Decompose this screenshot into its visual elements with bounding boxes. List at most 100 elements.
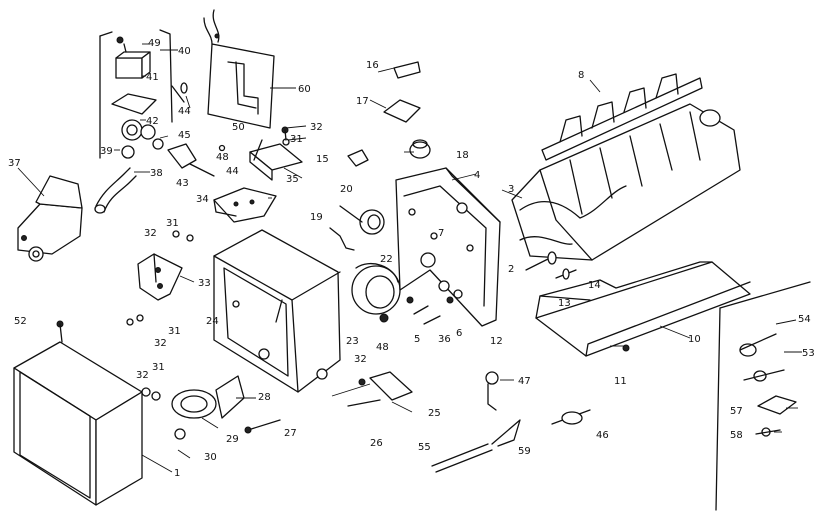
label-part-32e: 32 (354, 354, 367, 365)
label-part-32d: 32 (136, 370, 149, 381)
label-part-33: 33 (198, 278, 211, 289)
label-part-36: 36 (438, 334, 451, 345)
part-20 (339, 205, 385, 235)
label-part-41: 41 (146, 72, 159, 83)
label-part-8: 8 (578, 70, 584, 81)
part-16 (393, 61, 421, 79)
part-number-labels: 1 2 3 4 5 6 7 8 10 11 12 13 14 15 16 17 … (8, 38, 815, 479)
part-shaft-2 (525, 251, 557, 271)
label-part-28: 28 (258, 392, 271, 403)
label-part-18: 18 (456, 150, 469, 161)
label-part-37: 37 (8, 158, 21, 169)
leader-lines (114, 43, 802, 459)
label-part-54: 54 (798, 314, 811, 325)
part-19 (329, 227, 355, 251)
label-part-20: 20 (340, 184, 353, 195)
label-part-32a: 32 (310, 122, 323, 133)
part-cover-box (13, 341, 173, 506)
label-part-40: 40 (178, 46, 191, 57)
part-kit-right (715, 281, 811, 511)
label-part-13: 13 (558, 298, 571, 309)
part-bracket-35 (218, 126, 303, 181)
label-part-52: 52 (14, 316, 27, 327)
label-part-22: 22 (380, 254, 393, 265)
part-housing-24 (213, 229, 341, 393)
label-part-42: 42 (146, 116, 159, 127)
label-part-60: 60 (298, 84, 311, 95)
label-part-16: 16 (366, 60, 379, 71)
label-part-7: 7 (438, 228, 444, 239)
part-18 (409, 139, 431, 159)
part-valve-assembly (99, 29, 188, 159)
label-part-4: 4 (474, 170, 480, 181)
part-hose-38 (94, 167, 150, 214)
label-part-53: 53 (802, 348, 815, 359)
label-part-27: 27 (284, 428, 297, 439)
label-part-45: 45 (178, 130, 191, 141)
part-switch-25 (347, 371, 413, 407)
label-part-59: 59 (518, 446, 531, 457)
label-part-15: 15 (316, 154, 329, 165)
part-46 (551, 409, 591, 425)
label-part-50: 50 (232, 122, 245, 133)
label-part-29: 29 (226, 434, 239, 445)
label-part-43: 43 (176, 178, 189, 189)
label-part-24: 24 (206, 316, 219, 327)
label-part-47: 47 (518, 376, 531, 387)
label-part-49: 49 (148, 38, 161, 49)
label-part-6: 6 (456, 328, 462, 339)
part-15 (347, 149, 369, 167)
label-part-12: 12 (490, 336, 503, 347)
label-part-31c: 31 (168, 326, 181, 337)
label-part-57: 57 (730, 406, 743, 417)
part-bracket-33 (137, 253, 183, 301)
part-mold-3 (511, 103, 741, 261)
part-tube-43 (167, 143, 215, 177)
label-part-31b: 31 (166, 218, 179, 229)
part-motor-29 (171, 375, 245, 440)
label-part-44a: 44 (178, 106, 191, 117)
label-part-1: 1 (174, 468, 180, 479)
label-part-11: 11 (614, 376, 627, 387)
label-part-34: 34 (196, 194, 209, 205)
part-bracket-34 (213, 187, 277, 223)
label-part-5: 5 (414, 334, 420, 345)
part-55 (431, 443, 493, 473)
label-part-32c: 32 (154, 338, 167, 349)
label-part-19: 19 (310, 212, 323, 223)
label-part-3: 3 (508, 184, 514, 195)
part-harness-60 (203, 9, 296, 129)
part-59 (491, 419, 521, 447)
part-plate-4 (395, 167, 501, 327)
label-part-46: 46 (596, 430, 609, 441)
label-part-35: 35 (286, 174, 299, 185)
label-part-2: 2 (508, 264, 514, 275)
label-part-48: 48 (376, 342, 389, 353)
part-screw-27 (244, 419, 281, 434)
part-47 (485, 371, 499, 411)
label-part-38: 38 (150, 168, 163, 179)
label-part-26: 26 (370, 438, 383, 449)
label-part-31d: 31 (152, 362, 165, 373)
label-part-32b: 32 (144, 228, 157, 239)
label-part-10: 10 (688, 334, 701, 345)
label-part-31a: 31 (290, 134, 303, 145)
part-bracket-37 (17, 167, 83, 262)
label-part-39: 39 (100, 146, 113, 157)
label-part-44b: 44 (226, 166, 239, 177)
label-part-25: 25 (428, 408, 441, 419)
label-part-17: 17 (356, 96, 369, 107)
label-part-58: 58 (730, 430, 743, 441)
label-part-55: 55 (418, 442, 431, 453)
part-small-screws (379, 295, 630, 352)
part-17 (383, 99, 421, 123)
label-part-14: 14 (588, 280, 601, 291)
part-tray-10 (535, 261, 751, 357)
part-ejector-8 (541, 73, 703, 161)
label-part-48b: 48 (216, 152, 229, 163)
label-part-23: 23 (346, 336, 359, 347)
label-part-30: 30 (204, 452, 217, 463)
part-screws-31-32 (56, 230, 194, 401)
part-14 (555, 268, 577, 280)
